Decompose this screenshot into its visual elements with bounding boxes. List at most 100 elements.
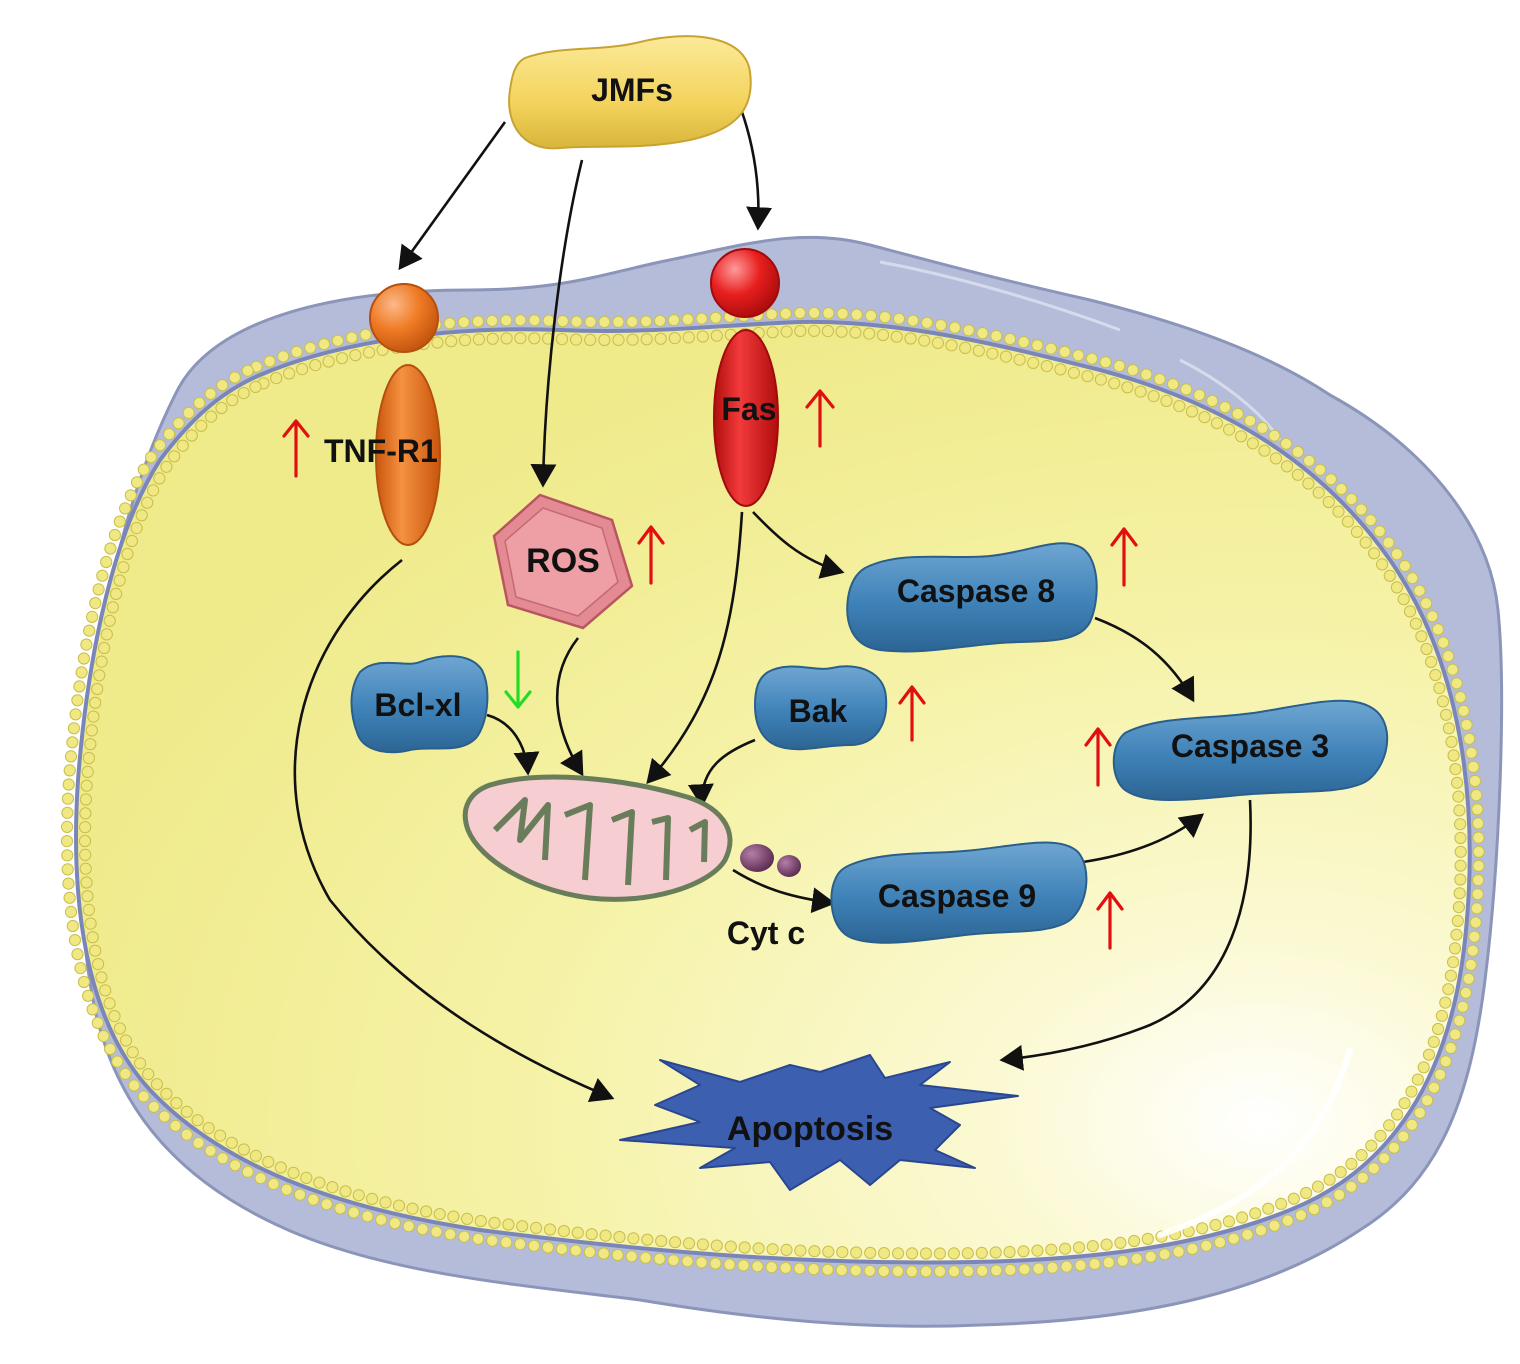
fas-body xyxy=(713,329,779,507)
membrane-bead xyxy=(1447,749,1460,762)
membrane-bead xyxy=(1067,366,1081,379)
fas-label: Fas xyxy=(721,391,776,427)
membrane-bead xyxy=(1420,642,1433,656)
membrane-bead xyxy=(1456,1000,1469,1013)
membrane-bead xyxy=(653,1252,666,1266)
membrane-bead xyxy=(1397,593,1410,606)
membrane-bead xyxy=(696,1238,710,1251)
membrane-bead xyxy=(878,1247,891,1260)
bak-node: Bak xyxy=(753,665,888,751)
membrane-bead xyxy=(84,738,97,751)
membrane-bead xyxy=(1451,914,1464,928)
arrow-caspase3-to-apoptosis xyxy=(999,799,1252,1071)
membrane-bead xyxy=(1140,368,1153,381)
membrane-bead xyxy=(110,587,123,601)
membrane-bead xyxy=(100,555,113,569)
membrane-bead xyxy=(962,324,975,337)
membrane-bead xyxy=(83,624,96,637)
membrane-bead xyxy=(80,638,93,651)
membrane-bead xyxy=(472,1232,485,1245)
membrane-bead xyxy=(277,350,290,363)
membrane-bead xyxy=(91,1016,104,1030)
membrane-bead xyxy=(1141,1232,1154,1246)
membrane-bead xyxy=(91,682,104,696)
membrane-bead xyxy=(1072,1241,1086,1254)
membrane-bead xyxy=(142,1068,155,1081)
membrane-bead xyxy=(598,333,611,347)
membrane-bead xyxy=(1262,1202,1275,1215)
membrane-bead xyxy=(1466,944,1479,957)
membrane-bead xyxy=(668,332,681,345)
membrane-bead xyxy=(1031,339,1044,352)
membrane-bead xyxy=(1454,873,1467,886)
membrane-bead xyxy=(130,522,143,535)
membrane-bead xyxy=(214,1129,227,1142)
membrane-bead xyxy=(1471,803,1484,816)
membrane-bead xyxy=(95,971,108,984)
membrane-bead xyxy=(584,315,597,328)
cyt-c-particle-small xyxy=(777,855,801,877)
membrane-bead xyxy=(822,307,835,320)
membrane-bead xyxy=(79,807,92,820)
membrane-bead xyxy=(1130,1252,1143,1265)
membrane-bead xyxy=(1444,969,1458,982)
membrane-bead xyxy=(1472,874,1485,887)
membrane-bead xyxy=(571,1226,584,1239)
membrane-bead xyxy=(108,528,122,542)
membrane-bead xyxy=(570,315,583,328)
membrane-bead xyxy=(1440,708,1453,721)
membrane-bead xyxy=(270,372,283,385)
membrane-bead xyxy=(347,1206,360,1219)
membrane-bead xyxy=(182,406,195,419)
ros-label: ROS xyxy=(526,542,600,580)
membrane-bead xyxy=(1364,514,1377,527)
membrane-bead xyxy=(1405,1118,1419,1132)
membrane-bead xyxy=(1108,377,1121,390)
membrane-bead xyxy=(1193,388,1206,402)
membrane-bead xyxy=(92,583,105,596)
membrane-bead xyxy=(793,306,807,320)
membrane-bead xyxy=(891,1265,905,1278)
membrane-bead xyxy=(989,1246,1002,1259)
membrane-bead xyxy=(1437,636,1450,649)
membrane-bead xyxy=(1160,394,1173,407)
membrane-bead xyxy=(1200,1239,1213,1252)
membrane-bead xyxy=(111,1055,124,1068)
membrane-bead xyxy=(933,1247,947,1260)
membrane-bead xyxy=(461,1212,474,1226)
membrane-bead xyxy=(241,364,254,377)
membrane-bead xyxy=(1468,774,1482,788)
membrane-bead xyxy=(1323,1173,1336,1186)
membrane-bead xyxy=(1198,411,1211,424)
caspase-8-node: Caspase 8 xyxy=(846,542,1098,653)
membrane-bead xyxy=(82,903,96,917)
membrane-bead xyxy=(710,1239,723,1252)
membrane-bead xyxy=(1470,902,1483,915)
membrane-bead xyxy=(1303,454,1316,467)
membrane-bead xyxy=(1376,558,1389,571)
membrane-bead xyxy=(667,314,681,327)
membrane-bead xyxy=(626,333,639,346)
membrane-bead xyxy=(948,1265,961,1278)
membrane-bead xyxy=(919,1247,933,1260)
membrane-bead xyxy=(1453,887,1466,900)
membrane-bead xyxy=(1444,1041,1457,1055)
caspase-3-label: Caspase 3 xyxy=(1171,728,1329,764)
membrane-bead xyxy=(1413,584,1426,597)
membrane-bead xyxy=(876,328,890,342)
membrane-bead xyxy=(794,1244,807,1257)
membrane-bead xyxy=(1180,383,1193,396)
membrane-bead xyxy=(444,1228,457,1241)
membrane-bead xyxy=(113,1022,127,1035)
membrane-bead xyxy=(948,321,961,334)
membrane-bead xyxy=(82,751,96,765)
membrane-bead xyxy=(75,666,88,679)
membrane-bead xyxy=(976,1264,989,1278)
caspase-8-shape xyxy=(846,542,1098,653)
membrane-bead xyxy=(443,317,456,330)
membrane-bead xyxy=(1058,345,1071,358)
membrane-bead xyxy=(906,314,920,327)
membrane-bead xyxy=(1442,983,1455,996)
membrane-bead xyxy=(445,335,458,348)
membrane-bead xyxy=(1246,437,1260,450)
